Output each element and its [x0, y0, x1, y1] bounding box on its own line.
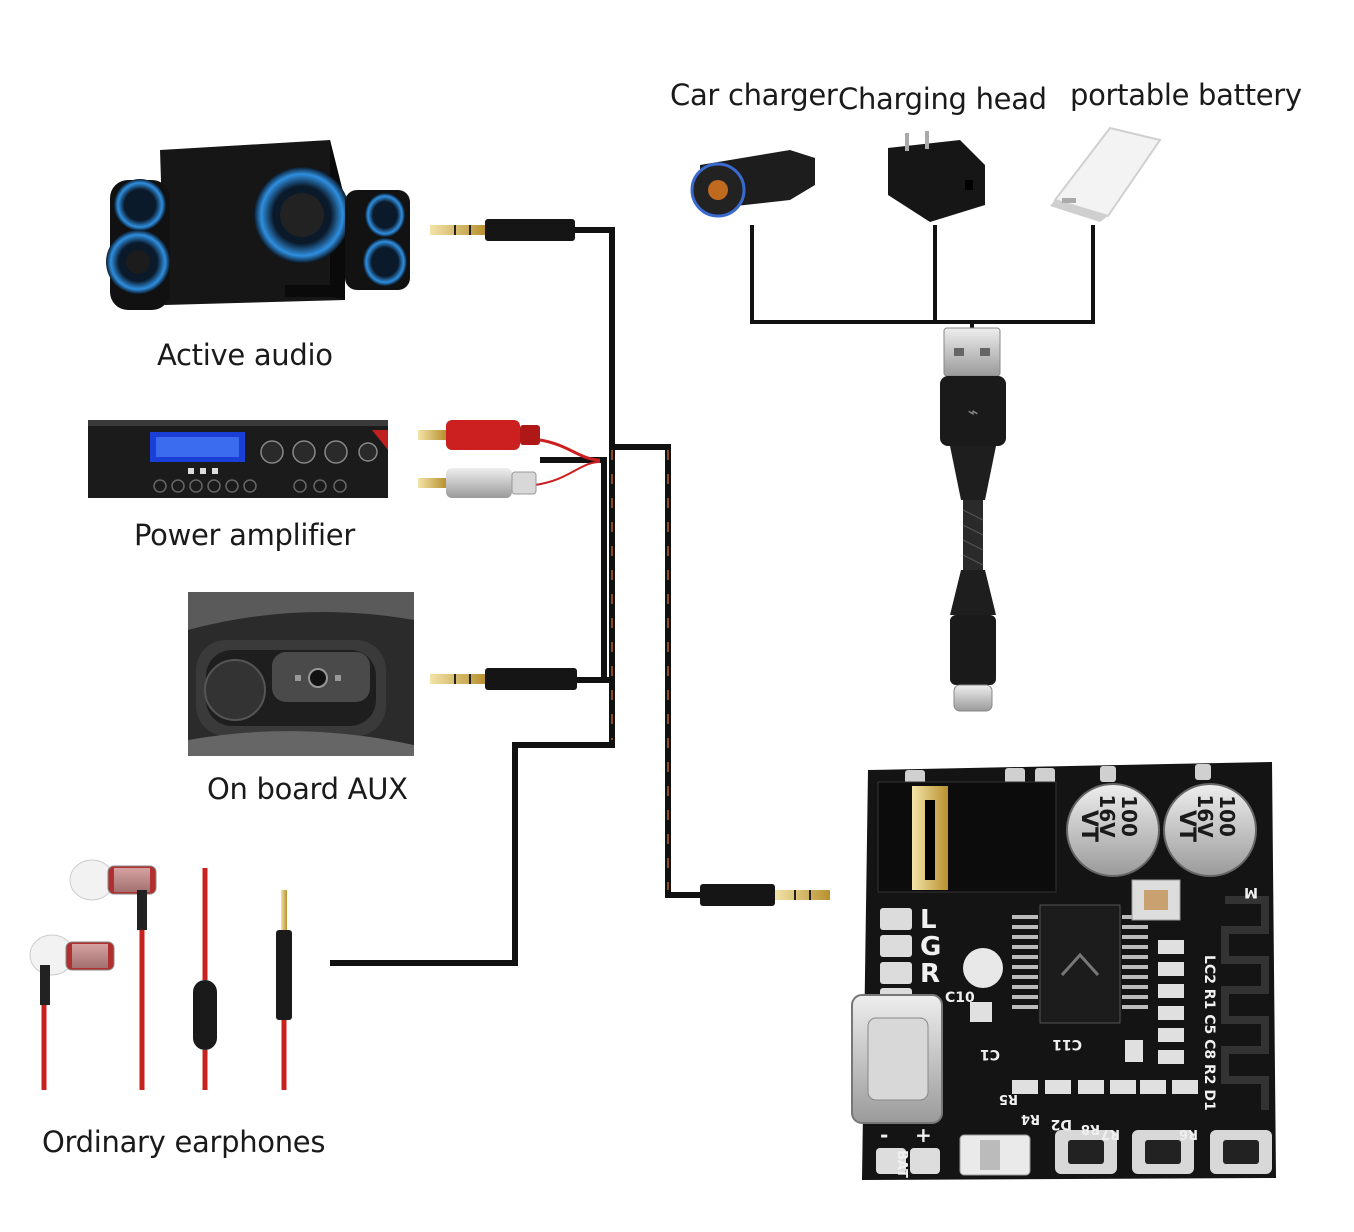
board-button-3	[1210, 1130, 1272, 1174]
cable-stripe	[611, 450, 669, 890]
earphones-device	[29, 859, 292, 1090]
board-switch	[959, 1134, 1031, 1176]
on-board-aux-photo	[188, 592, 414, 756]
silk-c11: C11	[1052, 1036, 1082, 1052]
silk-m: M	[1244, 884, 1258, 900]
bat-minus: -	[880, 1123, 888, 1147]
capacitor-right-code: VT	[1174, 810, 1199, 842]
active-audio-speakers	[106, 140, 410, 310]
capacitor-left-voltage: 16V	[1095, 794, 1119, 838]
silk-d2: D2	[1051, 1116, 1072, 1132]
portable-battery-device	[1050, 126, 1162, 222]
label-on-board-aux: On board AUX	[207, 772, 408, 806]
label-car-charger: Car charger	[670, 78, 838, 112]
capacitor-left	[1066, 783, 1160, 877]
silk-c1: C1	[980, 1046, 1000, 1062]
capacitor-right	[1163, 783, 1257, 877]
power-amplifier-device	[88, 420, 388, 498]
car-charger-device	[690, 150, 815, 218]
pin-label-g: G	[920, 932, 941, 962]
pin-label-r: R	[920, 959, 940, 989]
label-power-amplifier: Power amplifier	[134, 518, 355, 552]
svg-text:⌁: ⌁	[968, 402, 979, 423]
board-button-1	[1055, 1130, 1117, 1174]
rca-red-wire	[539, 438, 601, 462]
usb-c-port	[851, 994, 943, 1124]
silk-c10: C10	[945, 990, 975, 1006]
board-button-2	[1132, 1130, 1194, 1174]
power-cable-tree	[750, 225, 1095, 330]
bat-plus: +	[915, 1123, 932, 1147]
label-ordinary-earphones: Ordinary earphones	[42, 1125, 326, 1159]
usb-to-usb-c-cable: ⌁	[940, 327, 1006, 712]
bat-label: BAT	[894, 1150, 909, 1178]
capacitor-right-value: 100	[1215, 795, 1239, 837]
silk-r4: R4	[1021, 1111, 1040, 1126]
aux-plug-on-board	[430, 668, 577, 690]
aux-plug-active-audio	[430, 219, 575, 241]
rca-plug-red	[418, 420, 540, 450]
capacitor-right-voltage: 16V	[1193, 794, 1217, 838]
label-portable-battery: portable battery	[1070, 78, 1302, 112]
rca-plug-white	[418, 468, 537, 498]
aux-plug-board	[700, 884, 830, 906]
label-charging-head: Charging head	[838, 82, 1047, 116]
pin-label-l: L	[920, 905, 937, 935]
silk-r5: R5	[999, 1091, 1018, 1106]
silk-r7: R7	[1101, 1126, 1120, 1141]
charging-head-device	[888, 131, 985, 222]
capacitor-left-value: 100	[1117, 795, 1141, 837]
capacitor-left-code: VT	[1076, 810, 1101, 842]
label-active-audio: Active audio	[157, 338, 333, 372]
rca-white-wire	[534, 461, 601, 486]
silk-r8: R8	[1081, 1121, 1100, 1136]
bluetooth-board	[851, 762, 1276, 1180]
silk-right-column: LC2 R1 C5 C8 R2 D1	[1201, 955, 1217, 1111]
silk-r6: R6	[1179, 1126, 1198, 1141]
